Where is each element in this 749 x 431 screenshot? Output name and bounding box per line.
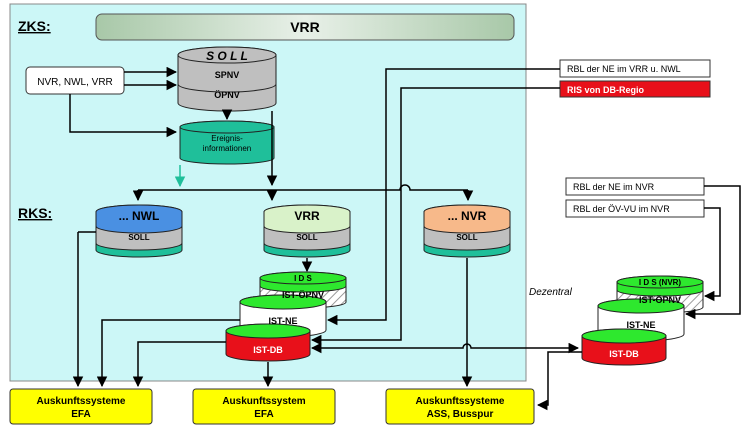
dezentral-label: Dezentral bbox=[529, 287, 573, 298]
vrr-soll: SOLL bbox=[296, 233, 317, 242]
source-nvr-nwl-vrr-label: NVR, NWL, VRR bbox=[37, 77, 113, 88]
output-2-line1: Auskunftssystem bbox=[222, 396, 305, 407]
ist-oepnv-right-label: IST-ÖPNV bbox=[639, 295, 681, 305]
ids-stack-right bbox=[581, 275, 704, 366]
ist-ne-left-label: IST-NE bbox=[268, 316, 297, 326]
ereignis-line1: Ereignis- bbox=[211, 134, 243, 143]
output-1-line1: Auskunftssysteme bbox=[37, 396, 126, 407]
vrr-soll-database bbox=[263, 204, 351, 258]
nwl-soll-database bbox=[95, 204, 183, 258]
rks-label: RKS: bbox=[18, 205, 52, 221]
nvr-soll-database bbox=[423, 204, 511, 258]
rks-output-lines bbox=[72, 231, 582, 411]
output-3-line2: ASS, Busspur bbox=[427, 409, 494, 420]
vrr-banner-label: VRR bbox=[290, 19, 320, 35]
vrr-banner bbox=[95, 13, 515, 41]
output-2-line2: EFA bbox=[254, 409, 273, 420]
ids-right-label: I D S (NVR) bbox=[639, 278, 682, 287]
nvr-soll: SOLL bbox=[456, 233, 477, 242]
nwl-soll: SOLL bbox=[128, 233, 149, 242]
source-ris-db-regio bbox=[559, 80, 711, 98]
ist-oepnv-left-label: IST-ÖPNV bbox=[282, 290, 324, 300]
output-box-efa-2 bbox=[192, 388, 336, 425]
ist-db-left-label: IST-DB bbox=[253, 345, 283, 355]
external-feed-lines bbox=[310, 68, 741, 346]
zks-label: ZKS: bbox=[18, 18, 51, 34]
output-box-efa-1 bbox=[9, 388, 153, 425]
distribution-bus bbox=[132, 184, 474, 202]
soll-spnv: SPNV bbox=[215, 70, 240, 80]
output-3-line1: Auskunftssysteme bbox=[416, 396, 505, 407]
nvr-title: ... NVR bbox=[448, 209, 487, 223]
source-rbl-ne-nvr-label: RBL der NE im NVR bbox=[573, 182, 655, 192]
ist-db-right-label: IST-DB bbox=[609, 349, 639, 359]
ist-ne-right-label: IST-NE bbox=[626, 320, 655, 330]
source-ris-db-regio-label: RIS von DB-Regio bbox=[567, 85, 645, 95]
source-rbl-ne-vrr-nwl-label: RBL der NE im VRR u. NWL bbox=[567, 64, 681, 74]
zks-flow-lines bbox=[69, 66, 278, 187]
source-nvr-nwl-vrr bbox=[25, 66, 125, 95]
ids-left-label: I D S bbox=[294, 274, 312, 283]
output-1-line2: EFA bbox=[71, 409, 90, 420]
nwl-title: ... NWL bbox=[119, 209, 160, 223]
source-rbl-oev-vu-nvr-label: RBL der ÖV-VU im NVR bbox=[573, 204, 670, 214]
ereignis-line2: informationen bbox=[203, 144, 251, 153]
soll-database bbox=[177, 46, 277, 112]
vrr-title: VRR bbox=[294, 209, 320, 223]
soll-oepnv: ÖPNV bbox=[214, 90, 240, 100]
ereignis-database bbox=[179, 120, 275, 165]
output-box-ass-busspur bbox=[385, 388, 535, 425]
soll-title: S O L L bbox=[206, 49, 248, 63]
ids-stack-left bbox=[225, 271, 347, 362]
